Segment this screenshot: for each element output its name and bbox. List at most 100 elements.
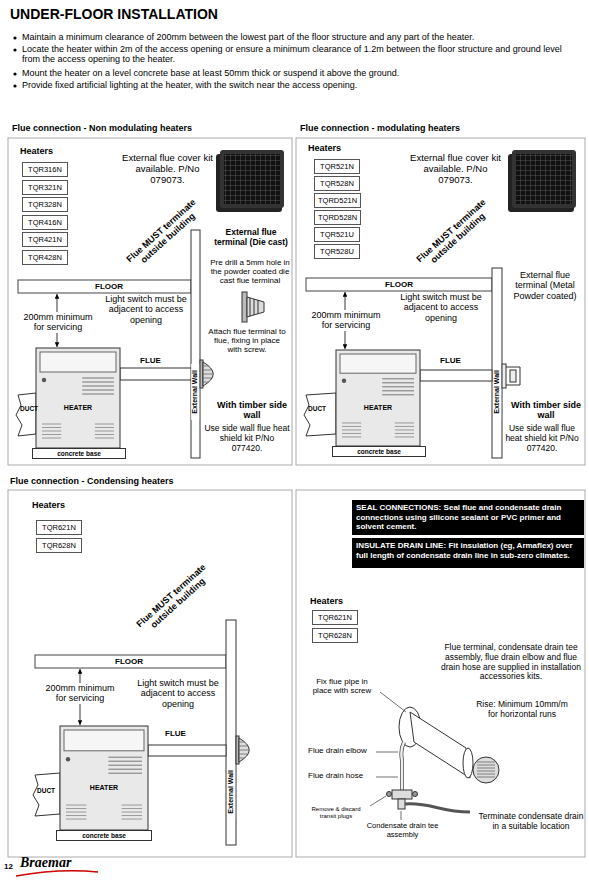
label-text: Flue connection - Condensing heaters (10, 476, 290, 486)
label-text: Locate the heater within 2m of the acces… (22, 44, 582, 65)
flue-cover-grille (516, 154, 572, 204)
heater-cabinet (382, 386, 414, 387)
label-text: FLUE (165, 729, 205, 738)
heater-cabinet (60, 726, 148, 830)
heater-cabinet (382, 390, 414, 391)
heater-cabinet (42, 431, 61, 432)
heater-cabinet (60, 726, 148, 830)
label-text: FLOOR (385, 280, 425, 289)
node-text: TQR428N (28, 253, 62, 262)
model-box: TQRD528N (314, 210, 361, 225)
node-text: SEAL CONNECTIONS: (356, 503, 441, 512)
flue-terminal (239, 754, 248, 755)
panel-borders (8, 138, 292, 465)
label-text: Rise: Minimum 10mm/m for horizontal runs (472, 700, 572, 720)
model-box: TQR621N (36, 520, 82, 535)
panel-borders (8, 490, 292, 857)
model-box: TQR628N (312, 628, 358, 643)
heater-cabinet (336, 350, 420, 446)
model-box: TQR321N (22, 180, 68, 195)
page-title: UNDER-FLOOR INSTALLATION (10, 6, 218, 22)
panel-borders (296, 490, 585, 857)
flue-terminal (239, 750, 249, 751)
label-text: Flue drain elbow (308, 746, 376, 755)
condensing-flue-illustration (392, 790, 412, 799)
condensing-flue-illustration (398, 799, 405, 809)
label-text: External flue cover kit available. P/No … (408, 153, 503, 186)
bullet-dots (13, 48, 16, 51)
heater-cabinet (95, 424, 114, 425)
label-text: Heaters (20, 146, 80, 156)
bullet-dots (13, 84, 16, 87)
model-box: TQR428N (22, 250, 68, 265)
node-text: TQRD528N (318, 213, 357, 222)
model-box: TQR521N (314, 159, 360, 174)
die-cast-terminal (250, 298, 258, 316)
label-text: Mount the heater on a level concrete bas… (22, 68, 582, 78)
label-text: Pre drill a 5mm hole in the powder coate… (208, 258, 292, 286)
node-text: concrete base (357, 448, 401, 455)
condensing-terminal (477, 768, 495, 769)
heater-cabinet (66, 819, 86, 820)
heater-cabinet (95, 431, 114, 432)
node-text: TQRD521N (318, 196, 357, 205)
heater-cabinet (36, 348, 120, 448)
label-text: External flue terminal (Metal Powder coa… (506, 270, 584, 301)
node-text: concrete base (82, 832, 126, 839)
heater-cabinet (108, 773, 142, 774)
model-box: TQR621N (312, 610, 358, 625)
flue-cover-grille (508, 154, 574, 212)
die-cast-terminal (242, 292, 264, 322)
heater-cabinet (42, 438, 61, 439)
label-text: Flue connection - modulating heaters (300, 123, 585, 133)
logo-swoosh (16, 871, 98, 876)
label-text: Light switch must be adjacent to access … (396, 292, 486, 323)
node-text: TQR528N (320, 179, 354, 188)
flue-terminal (236, 736, 249, 764)
label-text: With timber side wall (212, 400, 292, 421)
duct (16, 393, 36, 436)
heater-cabinet (66, 815, 86, 816)
node-text: TQR621N (42, 523, 76, 532)
heater-unit: HEATER (336, 350, 420, 446)
condensing-flue-illustration (370, 692, 473, 820)
model-box: TQRD521N (314, 193, 361, 208)
heater-cabinet (336, 350, 420, 446)
condensing-terminal (473, 757, 499, 783)
flue-terminal (203, 370, 212, 371)
metal-terminal (510, 370, 516, 382)
heater-cabinet (342, 426, 361, 427)
node-text: HEATER (364, 404, 392, 411)
heater-cabinet (66, 757, 70, 761)
label-text: Heaters (32, 500, 92, 510)
label-text: With timber side wall (507, 400, 585, 421)
condensing-terminal (477, 774, 495, 775)
label-text: 200mm minimum for servicing (18, 312, 98, 333)
flue-terminal (203, 374, 213, 375)
condensing-flue-illustration (413, 792, 418, 797)
heater-cabinet (82, 378, 114, 379)
heater-cabinet (95, 427, 114, 428)
condensing-terminal (477, 762, 495, 763)
note-box: INSULATE DRAIN LINE:Fit insulation (eg, … (352, 538, 584, 568)
metal-terminal (502, 364, 506, 388)
heater-cabinet (382, 382, 414, 383)
panel-borders (296, 138, 585, 465)
model-box: TQR521U (314, 227, 360, 242)
label-text: Fix flue pipe in place with screw (306, 677, 378, 695)
label-text: Heaters (308, 143, 368, 153)
label-text: FLOOR (115, 657, 155, 666)
node-text: concrete base (57, 450, 101, 457)
flue-terminal (239, 758, 244, 759)
heater-cabinet (64, 730, 144, 751)
label-text: External Wall (493, 364, 501, 420)
flue-terminal (203, 378, 212, 379)
label-text: Flue MUST terminate outside building (128, 556, 223, 644)
flue-pipe (420, 370, 492, 381)
condensing-flue-illustration (401, 742, 404, 790)
flue-cover-grille (224, 154, 280, 204)
heater-cabinet (95, 438, 114, 439)
label-text: DUCT (20, 405, 36, 412)
label-text: Heaters (310, 596, 370, 606)
flue-cover-grille (512, 150, 576, 208)
